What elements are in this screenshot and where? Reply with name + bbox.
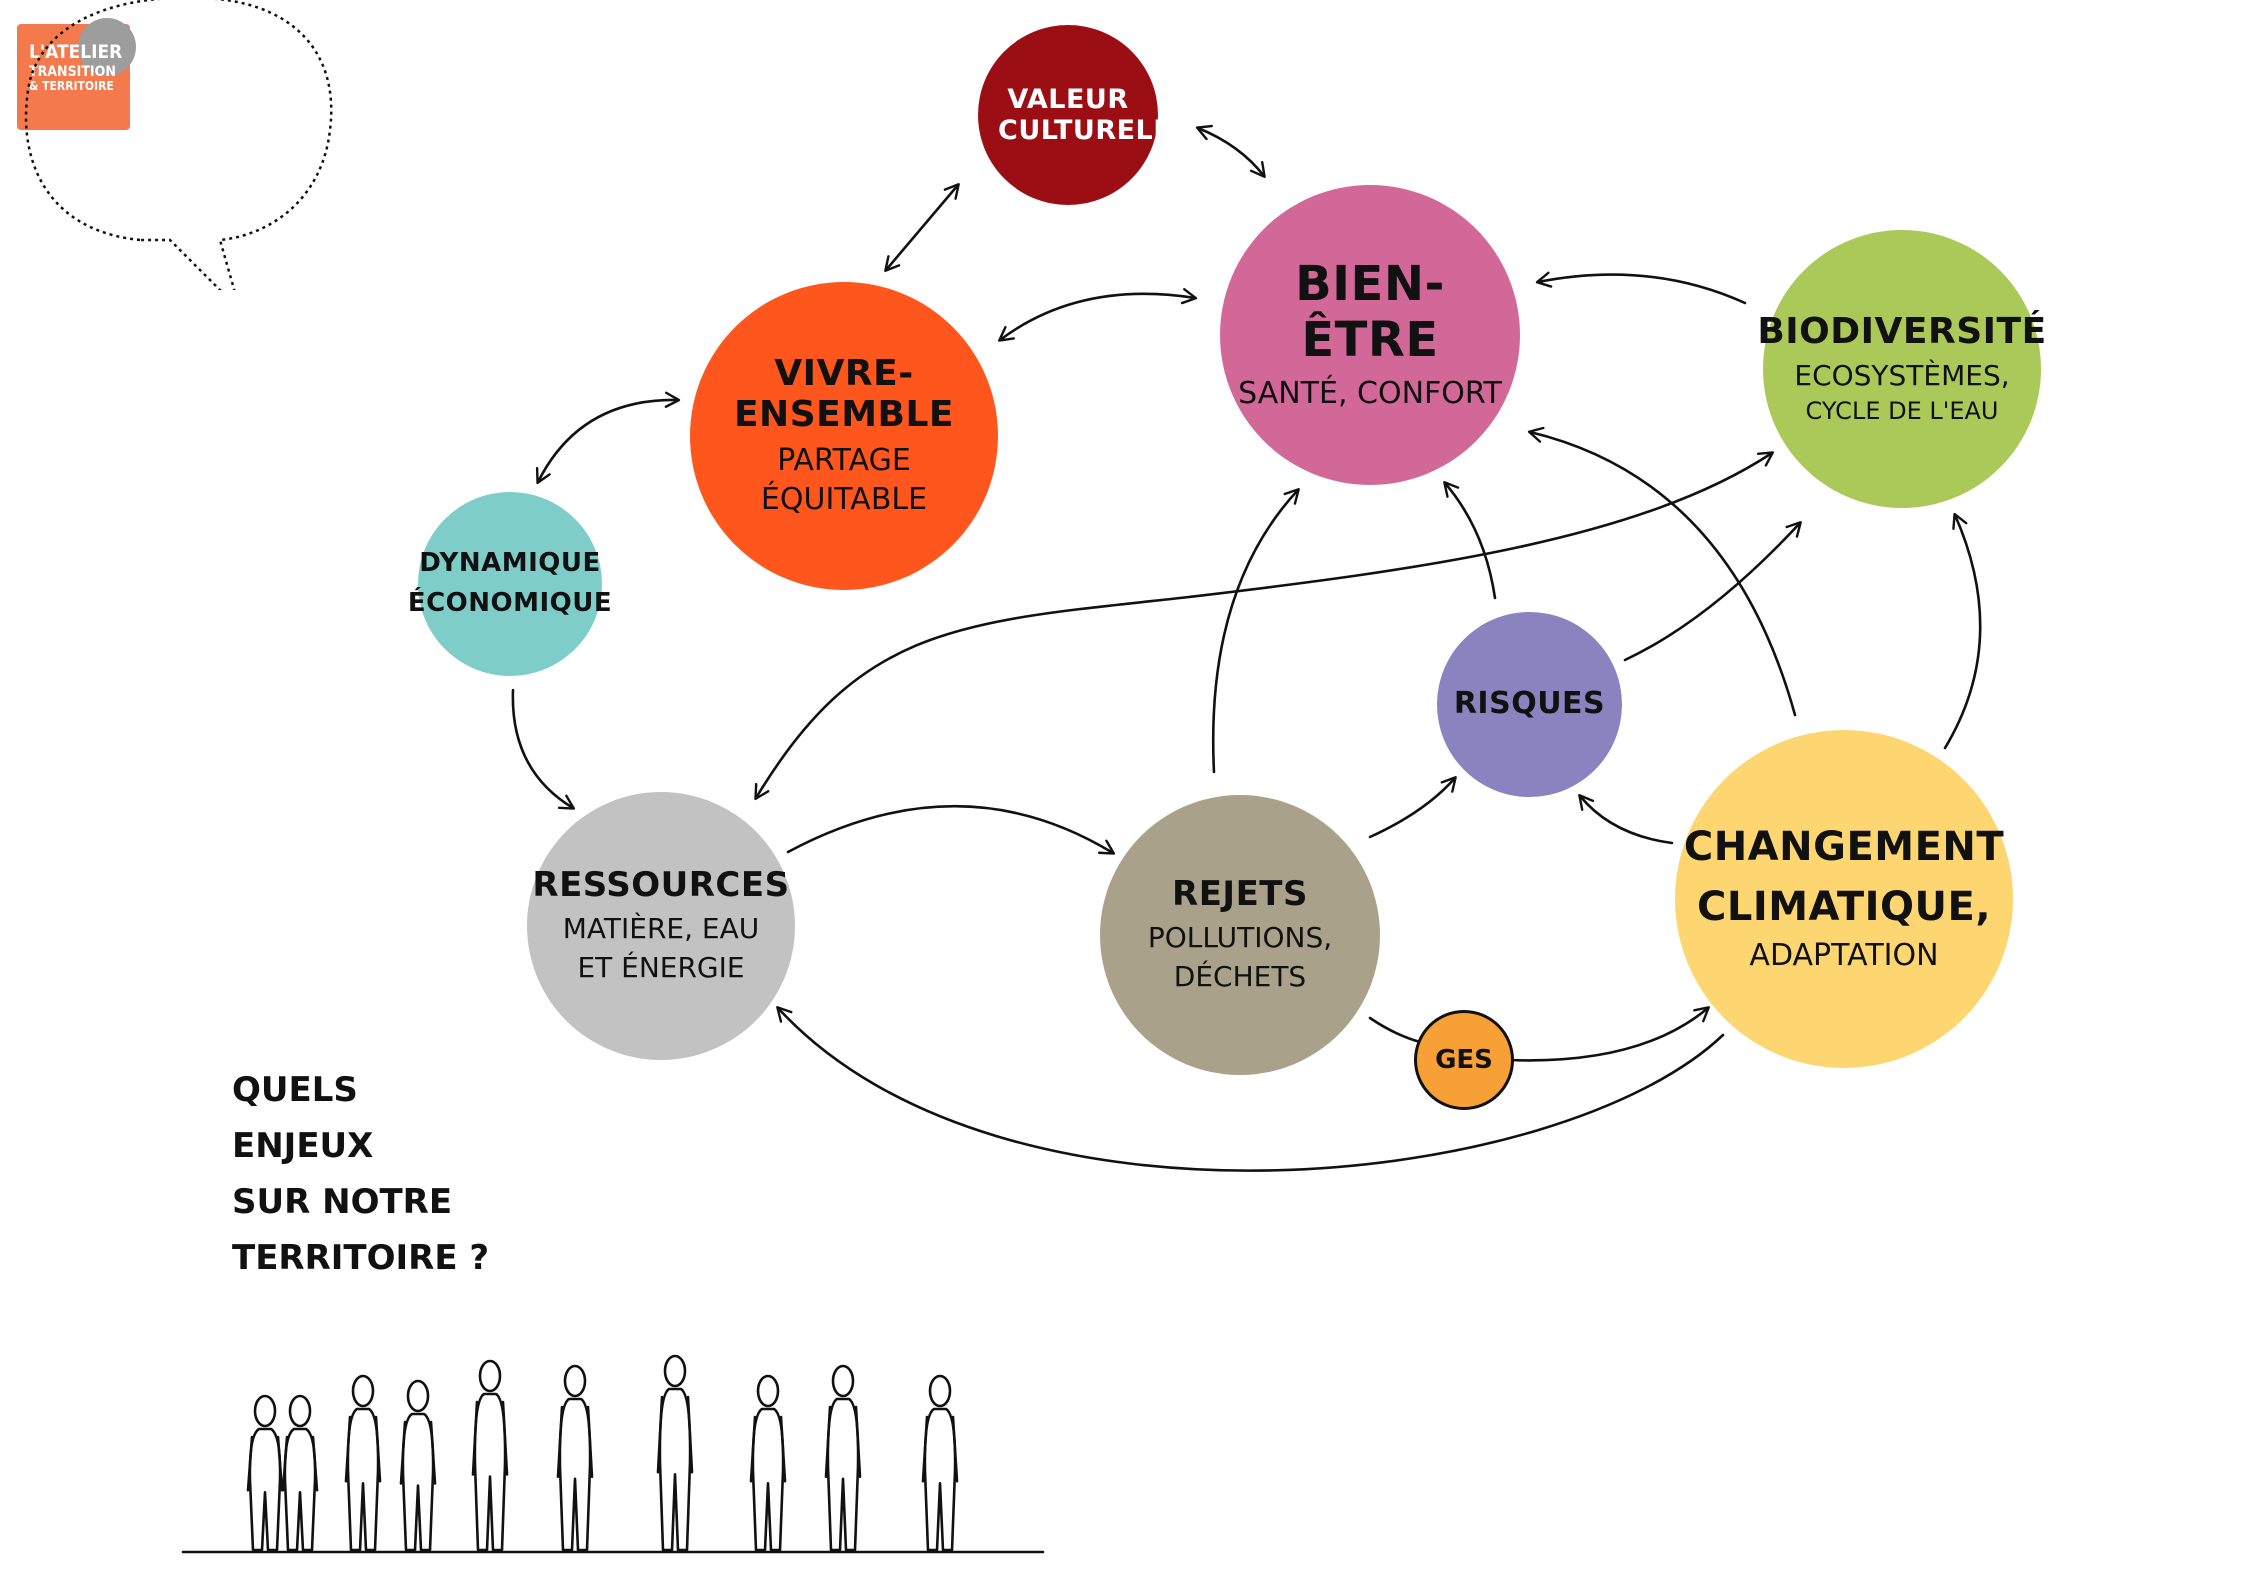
person-figure [921,1374,959,1552]
ges-badge: GES [1414,1010,1514,1110]
node-ressources-title: Ressources [532,865,790,906]
brand-logo: L'ATELIER TRANSITION & TERRITOIRE [17,18,136,130]
node-rejets: Rejets pollutions, déchets [1100,795,1380,1075]
arrow-ressources-rejets [786,805,1116,855]
logo-line2: TRANSITION [29,63,116,80]
arrow-dynamique-ressources [511,688,576,810]
node-changement-title-2: climatique, [1696,883,1992,930]
person-figure [556,1364,594,1552]
logo-line1: L'ATELIER [29,41,123,63]
logo-line3: & TERRITOIRE [29,78,114,93]
node-risques: Risques [1437,612,1622,797]
bubble-line2: sur notre [232,1182,453,1222]
node-biodiversite-title: Biodiversité [1757,310,2047,352]
arrow-rejets-risques [1368,776,1457,839]
arrow-valeur-bienetre [1195,124,1266,178]
arrow-changement-biodiv [1943,512,1982,750]
person-figure [824,1364,862,1552]
arrow-valeur-vivre [884,183,960,272]
node-biodiversite: Biodiversité Ecosystèmes, cycle de l'eau [1757,230,2046,508]
arrow-changement-ressources [776,1006,1725,1172]
node-risques-title: Risques [1453,686,1606,722]
node-ressources-subtitle-1: matière, eau [562,912,760,946]
node-rejets-subtitle-1: pollutions, [1147,921,1333,955]
arrow-rejets-ges [1368,1016,1422,1044]
bubble-line1: Quels enjeux [232,1070,374,1166]
node-vivre-ensemble-title: Vivre-ensemble [733,352,955,435]
node-ressources: Ressources matière, eau et énergie [527,792,795,1060]
person-figure [399,1379,437,1552]
node-vivre-ensemble-subtitle: Partage équitable [760,443,928,518]
arrow-ges-changement [1506,1006,1710,1062]
node-biodiversite-subtitle-1: Ecosystèmes, [1794,358,2010,392]
arrow-biodiv-bienetre [1535,271,1747,305]
person-figure [471,1359,509,1552]
speech-bubble-text: Quels enjeux sur notre territoire ? [232,1062,492,1286]
node-rejets-subtitle-2: déchets [1173,959,1307,993]
arrow-biodiv-ressources [754,451,1775,801]
node-dynamique-title-2: économique [407,588,613,618]
logo-dot-icon [78,18,136,76]
person-figure [749,1374,787,1552]
arrow-vivre-bienetre [997,288,1198,342]
node-bien-etre: Bien-être Santé, confort [1220,185,1520,485]
bubble-line3: territoire ? [232,1238,490,1278]
person-figure [656,1354,694,1552]
node-changement-subtitle: adaptation [1749,937,1939,973]
node-rejets-title: Rejets [1172,874,1308,915]
node-changement-climatique: Changement climatique, adaptation [1675,730,2013,1068]
person-figure [281,1394,319,1552]
person-figure [344,1374,382,1552]
arrow-vivre-dynamique [535,391,681,485]
node-dynamique-economique: Dynamique économique [408,492,612,676]
arrow-rejets-bienetre [1211,488,1300,774]
node-ressources-subtitle-2: et énergie [577,950,745,984]
node-bien-etre-subtitle: Santé, confort [1238,375,1502,411]
node-biodiversite-subtitle-2: cycle de l'eau [1805,397,1999,426]
person-figure [246,1394,284,1552]
arrow-risques-bienetre [1443,481,1497,600]
node-dynamique-title-1: Dynamique [419,548,601,579]
arrow-changement-risques [1578,794,1674,845]
node-vivre-ensemble: Vivre-ensemble Partage équitable [690,282,998,590]
node-changement-title-1: Changement [1683,823,2005,870]
arrow-risques-biodiv [1623,521,1802,662]
arrow-changement-bienetre [1527,426,1797,717]
node-bien-etre-title: Bien-être [1295,256,1445,368]
